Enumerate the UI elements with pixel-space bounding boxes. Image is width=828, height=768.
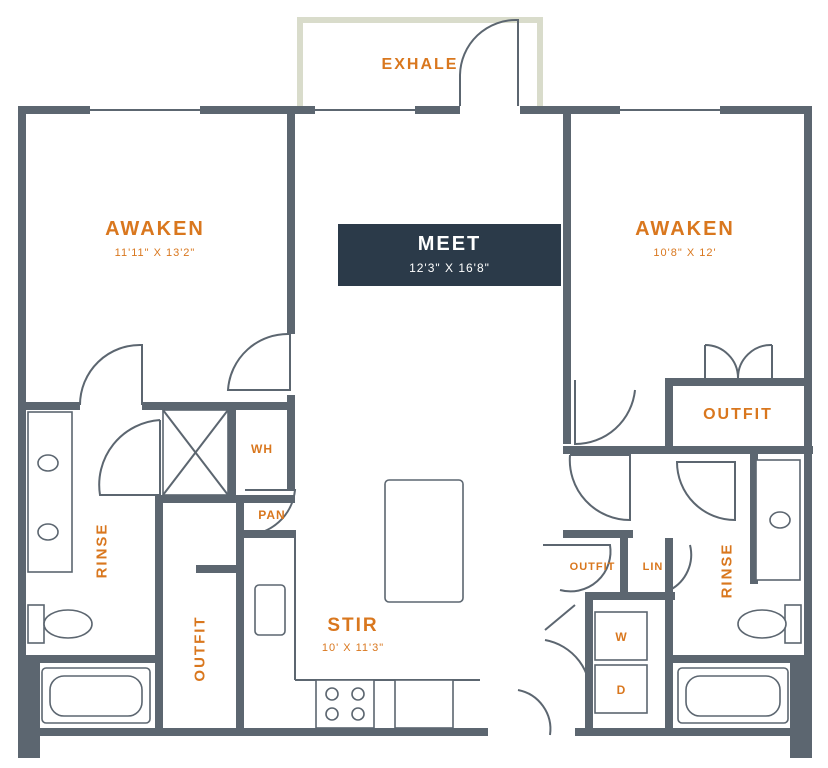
pantry-label: PAN xyxy=(258,508,286,522)
kitchen-dims: 10' X 11'3" xyxy=(321,642,385,654)
bath-left-label: RINSE xyxy=(93,522,111,579)
closet-hall-label: OUTFIT xyxy=(569,561,616,573)
closet-left-label: OUTFIT xyxy=(191,615,209,682)
living-label: MEET xyxy=(417,233,482,255)
water-heater-label: WH xyxy=(251,442,273,456)
washer-label: W xyxy=(615,630,627,644)
bathroom-left-fixtures xyxy=(27,411,151,724)
living-dims: 12'3" X 16'8" xyxy=(409,261,490,275)
laundry-fixtures xyxy=(594,611,648,714)
bedroom-left-label: AWAKEN xyxy=(105,218,205,240)
shower xyxy=(162,409,229,496)
interior-walls xyxy=(18,114,813,735)
kitchen-label: STIR xyxy=(327,615,379,636)
bedroom-right-dims: 10'8" X 12' xyxy=(653,247,717,259)
balcony-label: EXHALE xyxy=(381,56,459,73)
doors xyxy=(79,18,773,736)
bedroom-right-label: AWAKEN xyxy=(635,218,735,240)
closet-right-label: OUTFIT xyxy=(703,406,773,423)
dryer-label: D xyxy=(616,683,626,697)
balcony xyxy=(297,17,543,106)
linen-label: LIN xyxy=(642,561,664,573)
bath-right-label: RINSE xyxy=(718,542,736,599)
kitchen-fixtures xyxy=(254,479,480,729)
bedroom-left-dims: 11'11" X 13'2" xyxy=(114,247,196,259)
living-banner xyxy=(338,224,561,286)
bathroom-right-fixtures xyxy=(677,459,802,724)
exterior-walls xyxy=(18,106,812,758)
